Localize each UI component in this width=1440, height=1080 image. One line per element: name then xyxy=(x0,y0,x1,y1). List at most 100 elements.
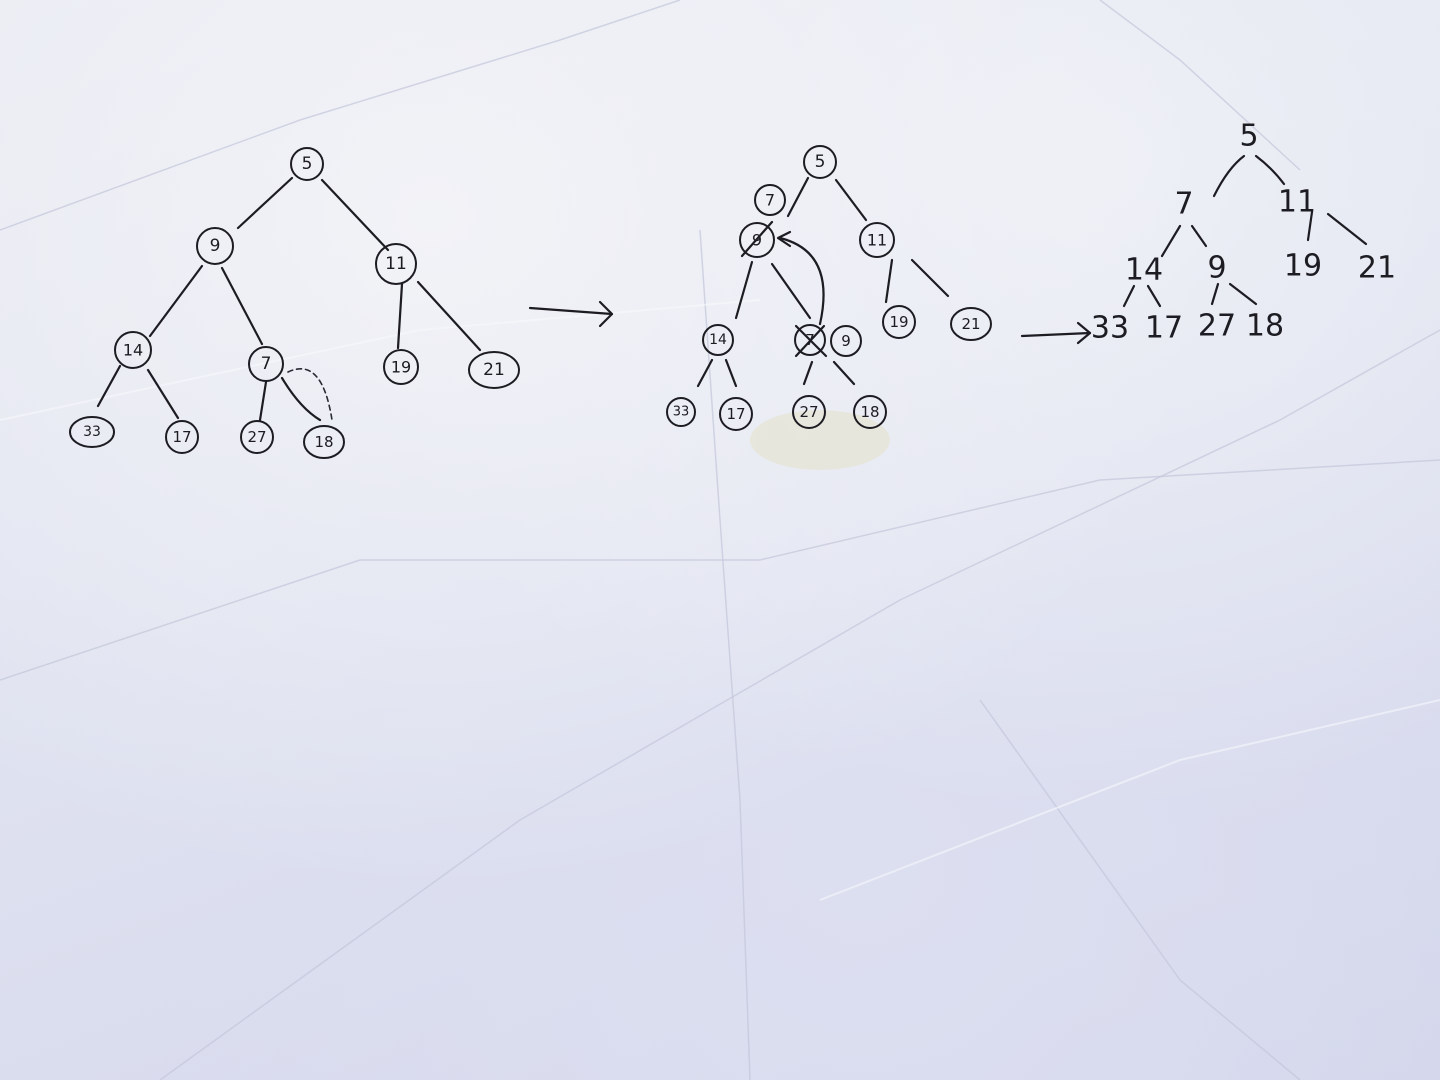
node-label: 33 xyxy=(83,424,101,440)
tree-before: 5 9 11 14 7 19 21 33 xyxy=(69,147,520,459)
node-label: 7 xyxy=(261,354,272,374)
tree-after-node-h: 33 xyxy=(1091,311,1129,346)
node-label: 11 xyxy=(867,231,887,250)
swap-arrow xyxy=(778,236,825,326)
node-label: 9 xyxy=(841,332,851,350)
node-label: 33 xyxy=(673,405,690,420)
edge xyxy=(416,280,482,352)
tree-before-node-k: 18 xyxy=(303,425,345,459)
transition-arrow-2 xyxy=(1020,321,1092,345)
tree-after-node-k: 18 xyxy=(1246,309,1284,344)
edge xyxy=(786,176,810,218)
edge xyxy=(834,178,868,222)
edge xyxy=(770,262,812,320)
edge xyxy=(1254,154,1286,186)
tree-middle-node-k: 18 xyxy=(853,395,887,429)
edge xyxy=(1212,154,1246,198)
edge xyxy=(148,264,204,338)
edge xyxy=(832,360,856,386)
tree-middle-node-f: 19 xyxy=(882,305,916,339)
tree-middle-node-e-new: 9 xyxy=(830,325,862,357)
tree-after-node-f: 19 xyxy=(1284,249,1322,284)
tree-middle-node-i: 17 xyxy=(719,397,753,431)
tree-after-node-c: 11 xyxy=(1278,185,1316,220)
node-label: 19 xyxy=(889,313,908,331)
tree-after-node-b: 7 xyxy=(1174,187,1193,222)
node-label: 18 xyxy=(860,403,879,421)
tree-after-node-d: 14 xyxy=(1125,253,1163,288)
tree-before-node-a: 5 xyxy=(290,147,324,181)
tree-before-node-b: 9 xyxy=(196,227,234,265)
edge xyxy=(220,266,264,346)
tree-after-node-g: 21 xyxy=(1358,251,1396,286)
edge xyxy=(1306,210,1314,242)
tree-middle-node-g: 21 xyxy=(950,307,992,341)
edge xyxy=(258,380,268,422)
node-label: 21 xyxy=(483,360,505,380)
node-label: 5 xyxy=(815,152,826,172)
tree-middle-node-b-crossed: 9 xyxy=(739,220,775,258)
node-label: 7 xyxy=(765,191,775,210)
edge xyxy=(910,258,950,298)
edge xyxy=(1122,284,1136,308)
edge xyxy=(734,260,754,320)
tree-after-node-i: 17 xyxy=(1145,311,1183,346)
tree-before-node-d: 14 xyxy=(114,331,152,369)
edge xyxy=(884,258,894,304)
node-label: 17 xyxy=(172,428,191,446)
tree-before-node-e: 7 xyxy=(248,346,284,382)
tree-after-node-a: 5 xyxy=(1239,119,1258,154)
tree-middle-node-j: 27 xyxy=(792,395,826,429)
node-label: 11 xyxy=(385,254,407,274)
tree-before-node-j: 27 xyxy=(240,420,274,454)
tree-before-node-h: 33 xyxy=(69,416,115,448)
tree-middle-node-h: 33 xyxy=(666,397,696,427)
edge xyxy=(1228,282,1258,306)
edge xyxy=(1146,284,1162,308)
tree-after-edges xyxy=(1122,154,1368,308)
transition-arrow-1 xyxy=(528,300,614,328)
strike-mark xyxy=(794,324,826,358)
tree-middle-node-e-crossed: 7 xyxy=(794,324,828,358)
tree-after-node-e: 9 xyxy=(1207,251,1226,286)
tree-middle-node-b-new: 7 xyxy=(754,184,786,216)
edge xyxy=(280,376,322,422)
edge xyxy=(802,360,814,386)
node-label: 17 xyxy=(726,405,745,423)
edge xyxy=(1210,282,1220,306)
node-label: 9 xyxy=(210,236,221,256)
edge xyxy=(320,178,390,252)
node-label: 27 xyxy=(799,403,818,421)
node-label: 18 xyxy=(314,433,333,451)
tree-before-edges xyxy=(96,176,482,422)
node-label: 19 xyxy=(391,358,411,377)
tree-middle-edges xyxy=(696,176,950,388)
edge xyxy=(146,368,180,420)
edge xyxy=(724,358,738,388)
tree-after: 5 7 11 14 9 19 21 33 17 27 18 xyxy=(1091,119,1396,346)
edge xyxy=(1160,224,1182,258)
strike-mark xyxy=(740,220,774,258)
edge xyxy=(96,364,122,408)
tree-middle: 5 7 9 11 14 7 9 19 xyxy=(666,145,992,431)
tree-before-node-f: 19 xyxy=(383,349,419,385)
edge xyxy=(1190,224,1208,248)
tree-middle-node-a: 5 xyxy=(803,145,837,179)
tree-middle-node-d: 14 xyxy=(702,324,734,356)
tree-before-node-g: 21 xyxy=(468,351,520,389)
tree-before-node-i: 17 xyxy=(165,420,199,454)
edge xyxy=(1326,212,1368,246)
node-label: 5 xyxy=(302,154,313,174)
node-label: 14 xyxy=(123,341,143,360)
node-label: 14 xyxy=(709,332,727,348)
node-label: 21 xyxy=(961,315,980,333)
edge xyxy=(696,358,714,388)
node-label: 27 xyxy=(247,428,266,446)
tree-middle-node-c: 11 xyxy=(859,222,895,258)
swap-arrow xyxy=(287,368,333,421)
tree-after-node-j: 27 xyxy=(1198,309,1236,344)
tree-before-node-c: 11 xyxy=(375,243,417,285)
